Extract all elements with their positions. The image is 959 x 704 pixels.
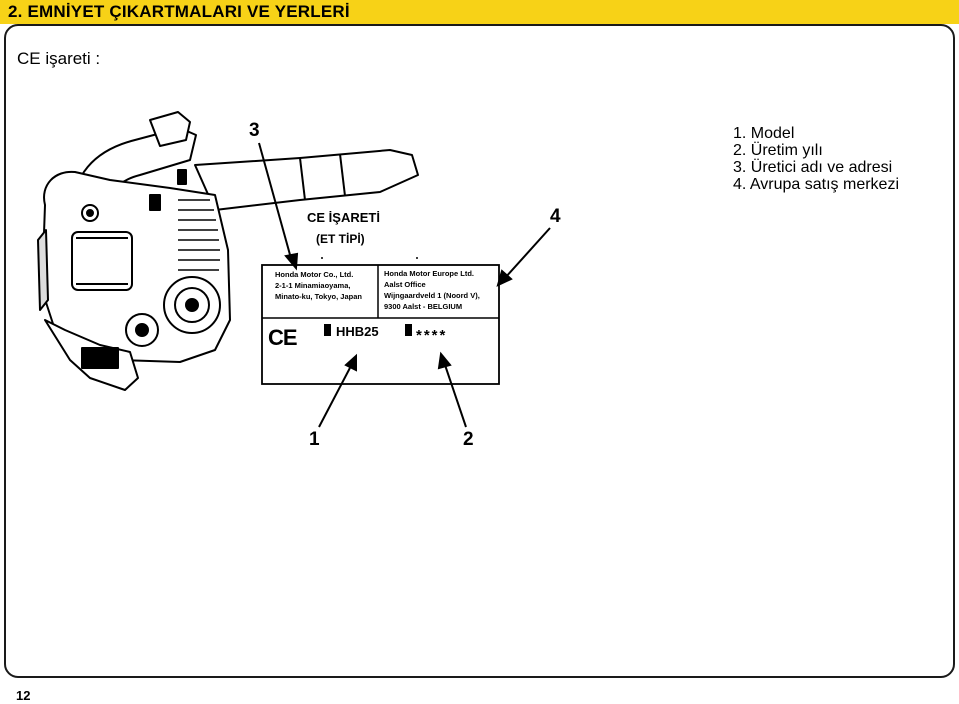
legend-item-model: 1. Model — [733, 125, 795, 142]
callout-2: 2 — [463, 429, 474, 450]
callout-1-arrowhead — [344, 353, 357, 372]
page-number: 12 — [16, 688, 31, 703]
year-marker — [405, 324, 412, 336]
callout-1-leader — [318, 363, 353, 428]
legend-item-dealer: 4. Avrupa satış merkezi — [733, 176, 899, 193]
id-plate — [261, 264, 500, 385]
legend-list: 1. Model 2. Üretim yılı 3. Üretici adı v… — [733, 125, 899, 193]
ce-mark: CE — [268, 325, 297, 350]
maker-name: Honda Motor Co., Ltd. — [275, 270, 353, 279]
callout-2-arrowhead — [437, 351, 452, 370]
callout-4: 4 — [550, 206, 561, 227]
callout-3-arrowhead — [284, 252, 299, 271]
dealer-name: Honda Motor Europe Ltd. — [384, 269, 474, 278]
dealer-office: Aalst Office — [384, 280, 426, 289]
maker-address-2: Minato-ku, Tokyo, Japan — [275, 292, 362, 301]
dealer-address-1: Wijngaardveld 1 (Noord V), — [384, 291, 480, 300]
model-marker — [324, 324, 331, 336]
callout-4-arrowhead — [496, 269, 513, 287]
callout-3-leader — [258, 142, 293, 263]
ce-label-caption: CE İŞARETİ — [307, 210, 380, 225]
section-header-bar — [0, 0, 959, 24]
section-title: 2. EMNİYET ÇIKARTMALARI VE YERLERİ — [8, 2, 350, 21]
legend-item-maker: 3. Üretici adı ve adresi — [733, 159, 893, 176]
dealer-address-2: 9300 Aalst - BELGIUM — [384, 302, 462, 311]
ce-label-type: (ET TİPİ) — [316, 231, 365, 246]
ce-mark-heading: CE işareti : — [17, 49, 101, 68]
callout-2-leader — [443, 361, 467, 428]
content-frame — [4, 24, 955, 678]
callout-3: 3 — [249, 120, 260, 141]
leaf-blower-illustration — [37, 111, 419, 391]
callout-1: 1 — [309, 429, 320, 450]
model-code: HHB25 — [336, 324, 379, 339]
year-code: **** — [416, 327, 447, 344]
maker-address-1: 2-1-1 Minamiaoyama, — [275, 281, 350, 290]
callout-4-leader — [504, 227, 551, 279]
legend-item-year: 2. Üretim yılı — [733, 142, 823, 159]
